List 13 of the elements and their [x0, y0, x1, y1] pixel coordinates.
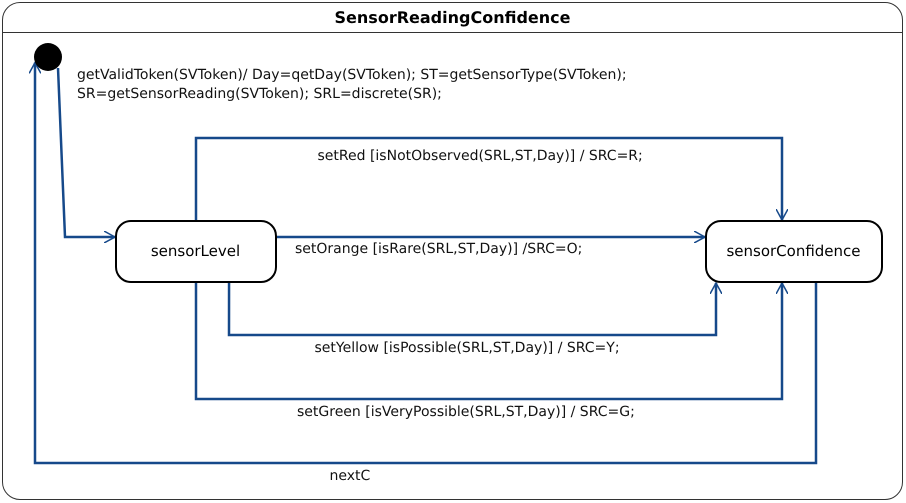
transition-arrow	[28, 62, 818, 464]
transition-arrow	[277, 230, 706, 244]
transition-arrow	[194, 282, 789, 400]
state-title: SensorReadingConfidence	[334, 8, 570, 27]
transition-arrow	[194, 136, 789, 221]
transition-arrow	[228, 282, 723, 336]
state-name: sensorLevel	[150, 242, 240, 260]
state-box	[704, 220, 882, 282]
initial-state	[34, 42, 62, 70]
transition-arrow	[56, 68, 116, 244]
edge-label: getValidToken(SVToken)/ Day=qetDay(SVToken); ST=getSensorType(SVToken); SR=getSensorReading(SVToken); SRL=discrete(SR);	[76, 66, 628, 104]
state-box	[114, 220, 276, 282]
state-name: sensorConfidence	[726, 242, 861, 260]
